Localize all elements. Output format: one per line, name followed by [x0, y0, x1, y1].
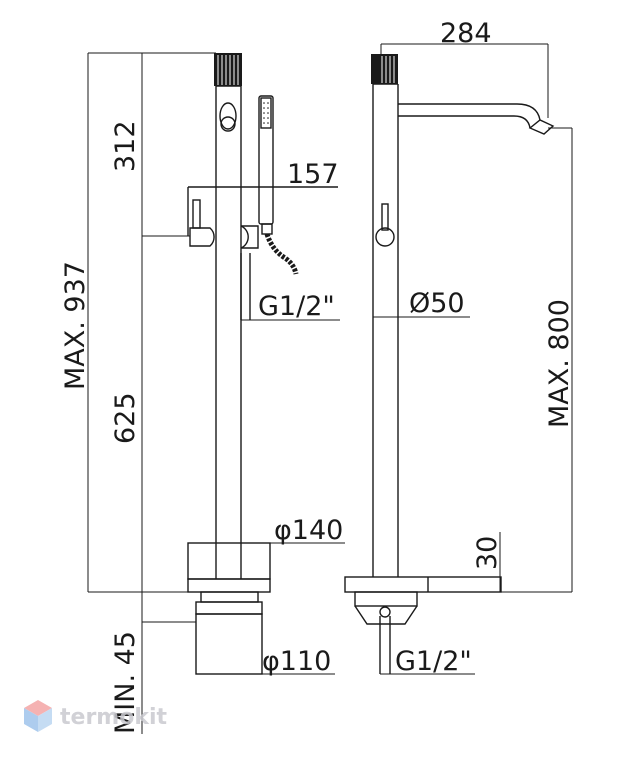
spout-top [398, 103, 541, 121]
side-view: 284 Ø50 MAX. 800 30 G1/2" [344, 18, 575, 677]
mixer-lever [192, 199, 201, 229]
base-plate [187, 578, 271, 593]
mixer-body [189, 227, 215, 247]
label-625: 625 [110, 392, 141, 444]
label-phi110: φ110 [262, 646, 331, 677]
label-min-45: MIN. 45 [110, 631, 141, 734]
front-view: 312 625 MAX. 937 MIN. 45 157 G1/2" φ140 … [60, 52, 345, 734]
spout-bottom [398, 115, 531, 129]
label-312: 312 [110, 120, 141, 172]
label-g12-left: G1/2" [258, 291, 335, 322]
watermark-logo-icon [24, 700, 52, 732]
side-lever [381, 203, 389, 231]
foot-body [195, 613, 263, 675]
base-cover [187, 542, 271, 580]
label-30: 30 [472, 536, 503, 570]
spout-aerator [528, 119, 555, 135]
label-157: 157 [287, 159, 339, 190]
label-max-800: MAX. 800 [544, 299, 575, 428]
label-d50: Ø50 [409, 288, 465, 319]
label-max-937: MAX. 937 [60, 261, 91, 390]
watermark: termokit [24, 700, 167, 732]
knurled-cap [214, 53, 242, 86]
side-base-plate [344, 576, 502, 593]
label-g12-right: G1/2" [395, 646, 472, 677]
shower-outlet [241, 225, 259, 249]
label-284: 284 [440, 18, 492, 49]
foot-ring [195, 601, 263, 615]
shower-hose [264, 233, 299, 275]
diverter-knob [219, 102, 237, 130]
side-mixer-body [375, 227, 395, 247]
side-connection-nut [354, 591, 418, 607]
watermark-text: termokit [60, 705, 167, 730]
side-connection-port [379, 606, 391, 618]
label-phi140: φ140 [274, 515, 343, 546]
